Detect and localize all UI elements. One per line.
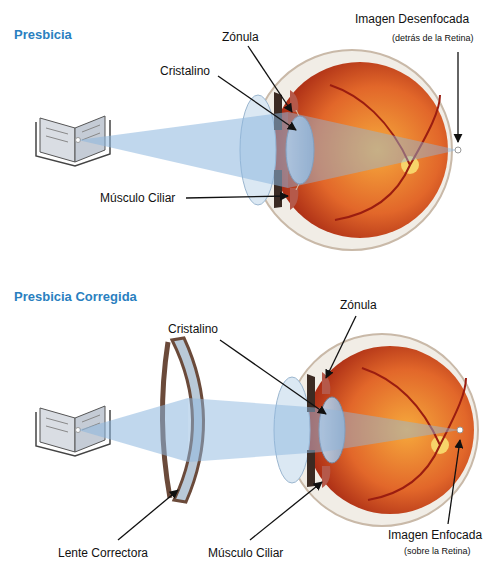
part-label: Músculo Ciliar bbox=[208, 546, 283, 560]
part-label: Lente Correctora bbox=[58, 546, 148, 560]
section-heading: Presbicia bbox=[14, 28, 72, 42]
light-rays bbox=[322, 408, 460, 452]
part-label: Cristalino bbox=[168, 322, 218, 336]
light-rays bbox=[188, 398, 322, 462]
part-label: Imagen Enfocada bbox=[388, 528, 482, 542]
part-label: Cristalino bbox=[160, 64, 210, 78]
part-label: Zónula bbox=[340, 298, 377, 312]
light-rays bbox=[78, 398, 188, 462]
part-label: Músculo Ciliar bbox=[100, 191, 175, 205]
part-label: Imagen Desenfocada bbox=[355, 12, 469, 26]
part-note: (sobre la Retina) bbox=[404, 546, 471, 557]
light-rays bbox=[288, 112, 458, 188]
part-label: Zónula bbox=[222, 30, 259, 44]
part-note: (detrás de la Retina) bbox=[392, 33, 474, 44]
light-rays bbox=[78, 112, 288, 188]
section-heading: Presbicia Corregida bbox=[14, 290, 137, 304]
